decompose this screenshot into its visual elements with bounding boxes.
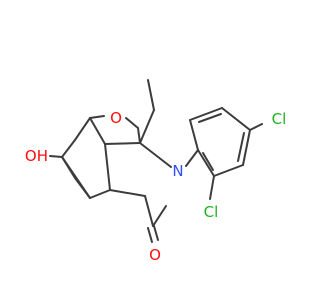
- bond: [49, 155, 63, 158]
- bond-layer: [49, 79, 263, 243]
- bond: [147, 227, 153, 243]
- bond: [104, 143, 111, 191]
- bond: [89, 189, 111, 199]
- bond: [74, 117, 91, 141]
- bond: [153, 225, 159, 241]
- chlorine-ortho-atom-label: Cl: [204, 203, 219, 221]
- bond: [89, 115, 105, 119]
- bond: [242, 129, 251, 166]
- atom-label-layer: O OH N Cl Cl O: [25, 109, 286, 264]
- bond: [209, 175, 215, 200]
- bond: [144, 195, 154, 227]
- bond: [139, 109, 155, 144]
- bond: [89, 117, 106, 145]
- bond: [109, 189, 146, 197]
- carbonyl-oxygen-atom-label: O: [149, 246, 161, 264]
- bond: [189, 119, 199, 151]
- bond: [185, 149, 199, 167]
- bond: [198, 113, 222, 123]
- bond: [189, 107, 223, 121]
- bond: [104, 142, 141, 145]
- bond: [221, 107, 251, 131]
- bond: [147, 79, 155, 111]
- bond: [137, 127, 141, 144]
- hydroxyl-atom-label: OH: [25, 147, 48, 165]
- bond: [197, 149, 215, 177]
- bond: [249, 123, 263, 131]
- oxygen-atom-label: O: [110, 109, 122, 127]
- nitrogen-atom-label: N: [172, 162, 183, 180]
- bond: [237, 132, 245, 162]
- bond: [152, 205, 167, 227]
- bond: [213, 164, 244, 177]
- bond: [61, 139, 76, 158]
- bond: [139, 142, 172, 168]
- bond: [125, 117, 139, 129]
- molecule-structure: O OH N Cl Cl O: [25, 79, 286, 264]
- bond: [202, 152, 214, 171]
- bond: [61, 156, 91, 199]
- chlorine-para-atom-label: Cl: [272, 110, 287, 128]
